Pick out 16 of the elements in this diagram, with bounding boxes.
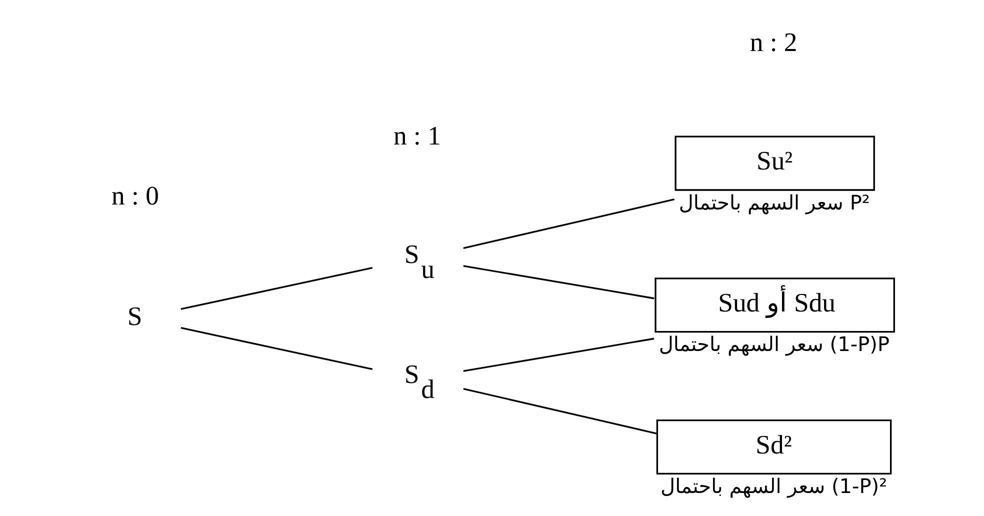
- connector: [180, 267, 373, 310]
- connector: [463, 388, 658, 434]
- connector: [463, 198, 675, 250]
- connector: [463, 338, 654, 372]
- label: n : 2: [750, 27, 798, 58]
- connector: [180, 327, 373, 370]
- node-box: Su²: [674, 136, 875, 191]
- label: n : 1: [394, 120, 441, 151]
- node-text: S: [127, 300, 142, 331]
- node-label: سعر السهم باحتمال P²: [678, 190, 870, 214]
- node-label: سعر السهم باحتمال (1-P)²: [660, 474, 888, 498]
- node-box: Sd²: [656, 419, 892, 475]
- connector: [463, 265, 654, 300]
- node-box: Sud أو Sdu: [654, 278, 895, 333]
- label: n : 0: [112, 180, 159, 211]
- node-label: سعر السهم باحتمال (1-P)P: [658, 332, 890, 356]
